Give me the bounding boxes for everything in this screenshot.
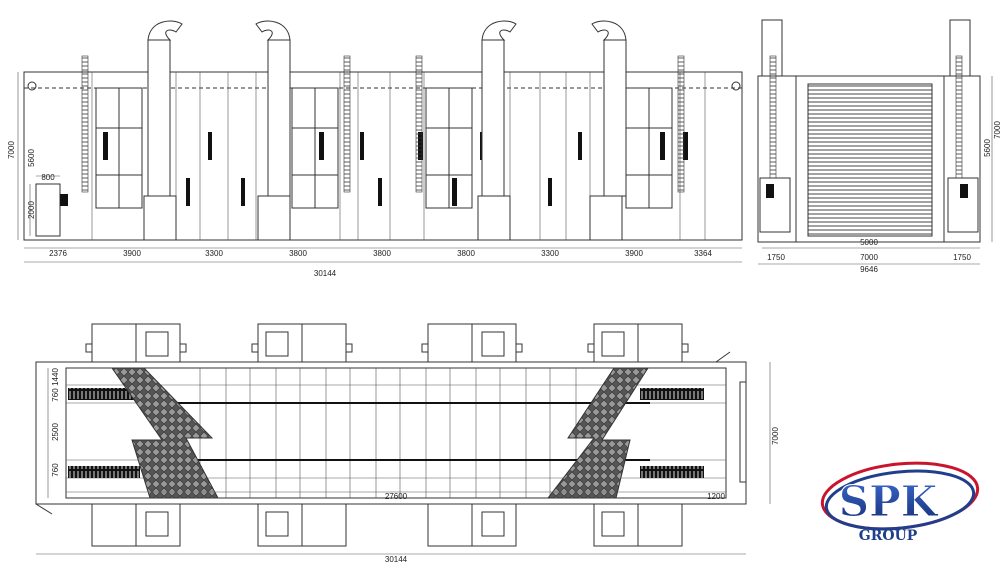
floor-grating (111, 367, 219, 499)
logo-sub: GROUP (859, 528, 918, 544)
spk-group-logo: SPK GROUP (820, 461, 980, 544)
segment-dim: 1750 (953, 253, 971, 262)
plan-inner-length: 27600 (385, 492, 408, 501)
segment-dim: 3364 (694, 249, 712, 258)
plan-end-gap: 1200 (707, 492, 725, 501)
door-width: 800 (41, 173, 55, 182)
front-segments: 2376 3900 3300 3800 3800 3800 3300 3900 … (49, 249, 712, 258)
side-height-total: 7000 (993, 121, 1002, 139)
roller-shutter-door (807, 83, 933, 237)
plan-dim-760-top: 760 (51, 388, 60, 402)
segment-dim: 3800 (457, 249, 475, 258)
plan-dim-2500: 2500 (51, 423, 60, 441)
front-dimension-lines (17, 72, 742, 263)
exhaust-ducts (81, 20, 685, 241)
booth-front-wall (23, 71, 743, 241)
side-total-width: 9646 (860, 265, 878, 274)
door-height: 2000 (27, 201, 36, 219)
grill-track (68, 466, 140, 478)
segment-dim: 7000 (860, 253, 878, 262)
plan-dim-760-bottom: 760 (51, 463, 60, 477)
front-view: 7000 5600 800 2000 2376 3900 3300 3800 3… (7, 20, 743, 278)
fan-units (85, 323, 689, 547)
grill-track (68, 388, 140, 400)
side-view: 5600 7000 5000 1750 7000 1750 9646 (757, 19, 1002, 274)
segment-dim: 3300 (541, 249, 559, 258)
grill-track (640, 466, 704, 478)
segment-dim: 3300 (205, 249, 223, 258)
grill-track (640, 388, 704, 400)
segment-dim: 3900 (123, 249, 141, 258)
logo-name: SPK (839, 477, 939, 526)
plan-view: 1440 760 2500 760 27600 1200 7000 30144 (35, 323, 780, 564)
plan-width: 7000 (771, 427, 780, 445)
front-total-length: 30144 (314, 269, 337, 278)
personnel-door (35, 183, 61, 237)
segment-dim: 3800 (373, 249, 391, 258)
side-height-upper: 5600 (983, 139, 992, 157)
segment-dim: 3900 (625, 249, 643, 258)
side-door-width: 5000 (860, 238, 878, 247)
light-panels (95, 87, 673, 209)
front-height-upper: 5600 (27, 149, 36, 167)
segment-dim: 3800 (289, 249, 307, 258)
segment-dim: 1750 (767, 253, 785, 262)
plan-total-length: 30144 (385, 555, 408, 564)
floor-grating (546, 367, 649, 499)
segment-dim: 2376 (49, 249, 67, 258)
front-height-total: 7000 (7, 141, 16, 159)
plan-dim-1440: 1440 (51, 368, 60, 386)
